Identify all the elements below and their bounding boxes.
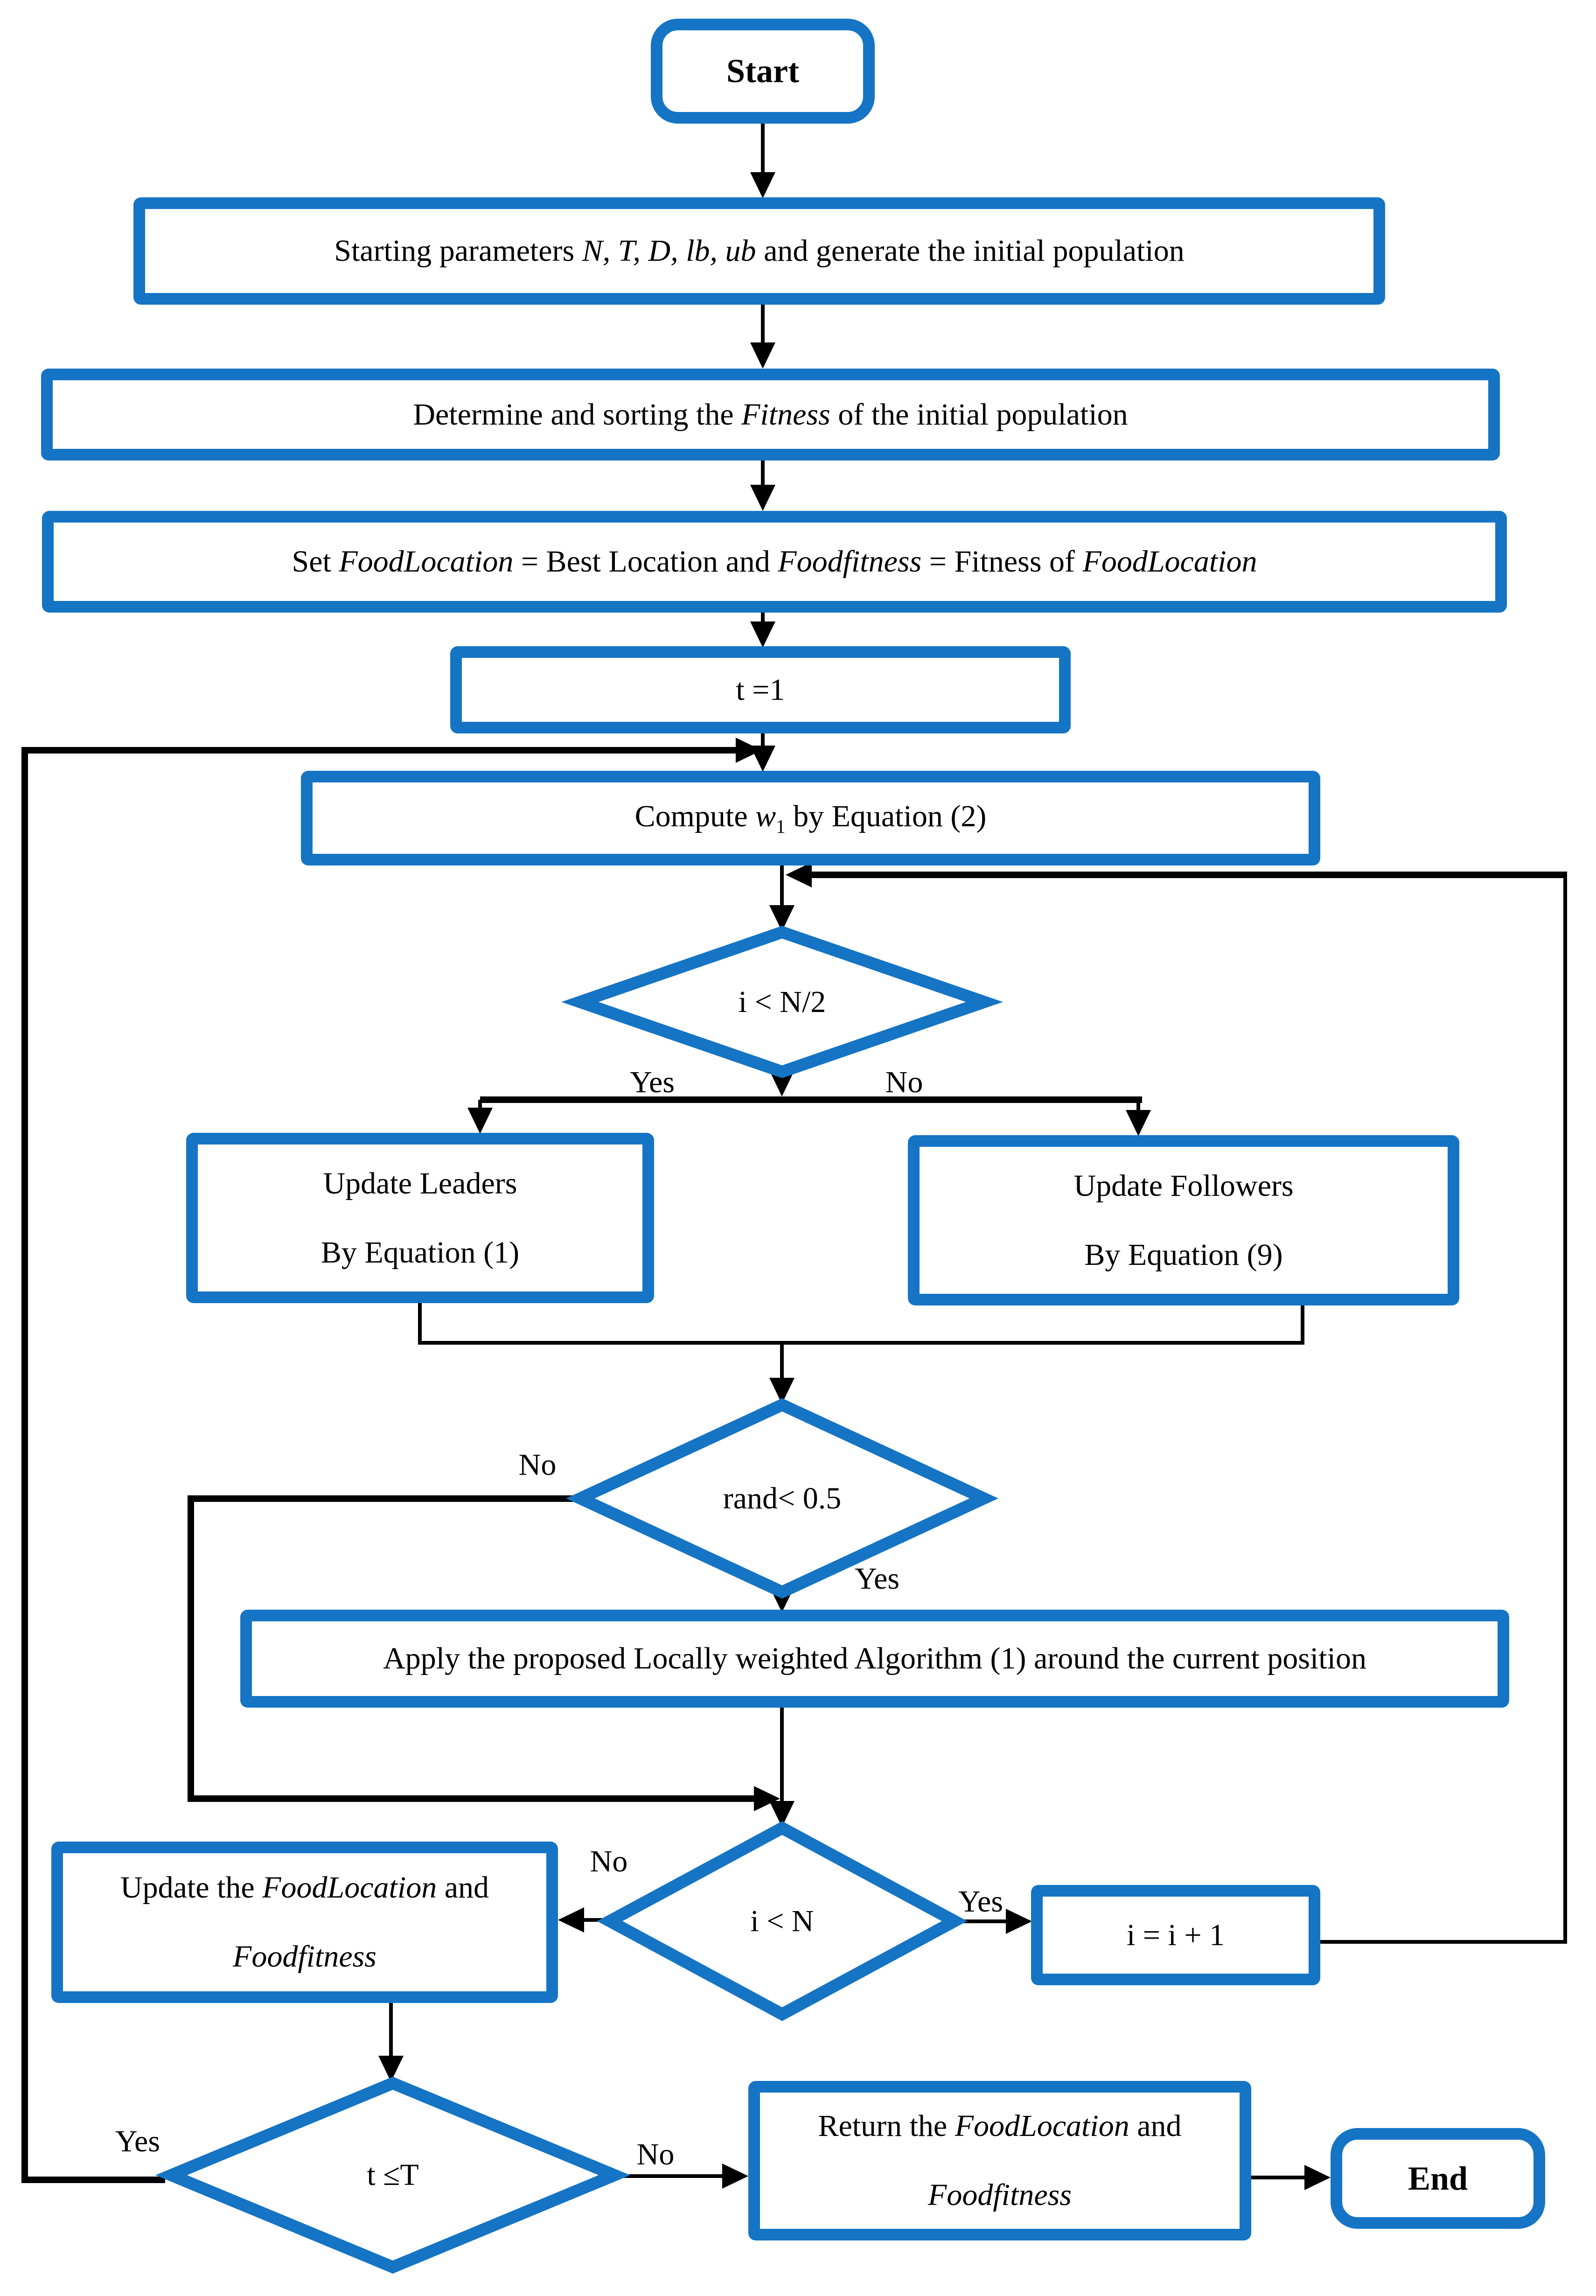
arrowhead-t1-compute — [750, 746, 775, 772]
arrowhead-into-increment — [1006, 1909, 1032, 1934]
set-foodlocation-node: Set FoodLocation = Best Location and Foo… — [42, 511, 1507, 613]
label-rand-no: No — [518, 1448, 557, 1482]
label-half-yes: Yes — [629, 1065, 675, 1099]
edge-dtno-horizontal — [613, 2174, 722, 2178]
apply-locally-weighted-text: Apply the proposed Locally weighted Algo… — [383, 1641, 1366, 1676]
start-node: Start — [651, 19, 875, 124]
diamond-shape — [597, 1821, 968, 2021]
edge-tloop-left-vertical — [21, 747, 28, 2183]
decision-t-node: t ≤T — [155, 2076, 630, 2274]
t-init-node: t =1 — [450, 646, 1071, 733]
decision-rand-node: rand< 0.5 — [566, 1398, 998, 1599]
arrowhead-iloop-reentry — [786, 862, 812, 887]
return-foodlocation-line1: Return the FoodLocation and — [818, 2109, 1182, 2143]
update-followers-node: Update Followers By Equation (9) — [908, 1135, 1459, 1305]
edge-start-init — [761, 124, 765, 175]
edge-merge-horizontal — [418, 1341, 1304, 1345]
edge-init-fitness — [761, 305, 765, 344]
t-init-label: t =1 — [736, 672, 785, 707]
arrowhead-into-return — [722, 2163, 748, 2189]
increment-label: i = i + 1 — [1126, 1918, 1225, 1952]
edge-tloop-top-horizontal — [21, 747, 736, 754]
init-parameters-text: Starting parameters N, T, D, lb, ub and … — [334, 234, 1185, 268]
label-t-no: No — [636, 2137, 675, 2171]
update-foodlocation-line2: Foodfitness — [233, 1940, 376, 1974]
update-followers-line1: Update Followers — [1073, 1168, 1294, 1203]
edge-dinyes-horizontal — [954, 1919, 1006, 1923]
end-node: End — [1331, 2128, 1545, 2229]
apply-locally-weighted-node: Apply the proposed Locally weighted Algo… — [240, 1610, 1509, 1708]
edge-dtyes-horizontal — [25, 2177, 165, 2183]
edge-fitness-setfood — [761, 461, 765, 487]
decision-t-label: t ≤T — [367, 2158, 419, 2192]
edge-randno-vertical — [188, 1495, 194, 1802]
edge-iloop-bottom-horizontal — [1320, 1940, 1567, 1944]
update-foodlocation-node: Update the FoodLocation and Foodfitness — [51, 1842, 558, 2003]
arrowhead-into-leaders — [467, 1108, 493, 1134]
label-rand-yes: Yes — [854, 1562, 900, 1596]
edge-setfood-t1 — [761, 613, 765, 623]
arrowhead-fitness-setfood — [750, 485, 775, 511]
end-label: End — [1408, 2159, 1468, 2197]
edge-iloop-top-horizontal — [812, 872, 1567, 878]
compute-w1-node: Compute w1 by Equation (2) — [301, 771, 1320, 865]
edge-branch-left-drop — [478, 1100, 482, 1110]
return-foodlocation-node: Return the FoodLocation and Foodfitness — [748, 2081, 1251, 2240]
decision-i-half-node: i < N/2 — [561, 926, 1003, 1078]
arrowhead-setfood-t1 — [750, 621, 775, 648]
arrowhead-into-updatefood — [558, 1907, 584, 1933]
edge-compute-dhalf — [780, 865, 784, 906]
compute-w1-text: Compute w1 by Equation (2) — [634, 799, 987, 837]
update-leaders-line1: Update Leaders — [323, 1166, 517, 1200]
diamond-shape — [155, 2076, 630, 2274]
label-i-n-yes: Yes — [958, 1884, 1004, 1919]
decision-rand-label: rand< 0.5 — [723, 1481, 842, 1515]
edge-return-end — [1251, 2176, 1304, 2179]
init-parameters-node: Starting parameters N, T, D, lb, ub and … — [133, 197, 1385, 305]
edge-merge-down — [780, 1341, 784, 1379]
increment-node: i = i + 1 — [1031, 1885, 1320, 1985]
update-followers-line2: By Equation (9) — [1084, 1237, 1283, 1272]
edge-dinno-horizontal — [584, 1918, 613, 1922]
decision-i-half-label: i < N/2 — [738, 984, 826, 1019]
decision-i-n-node: i < N — [597, 1821, 968, 2021]
diamond-shape — [561, 926, 1003, 1078]
edge-updatefood-dt — [389, 2003, 393, 2058]
return-foodlocation-line2: Foodfitness — [928, 2178, 1072, 2212]
update-leaders-line2: By Equation (1) — [321, 1235, 520, 1270]
edge-apply-din — [780, 1708, 784, 1802]
start-label: Start — [726, 52, 799, 90]
arrowhead-into-end — [1304, 2165, 1331, 2190]
fitness-sort-text: Determine and sorting the Fitness of the… — [413, 397, 1128, 432]
edge-branch-right-drop — [1136, 1100, 1140, 1112]
set-foodlocation-text: Set FoodLocation = Best Location and Foo… — [292, 544, 1257, 579]
arrowhead-into-followers — [1126, 1110, 1151, 1136]
update-foodlocation-line1: Update the FoodLocation and — [120, 1870, 489, 1905]
label-i-n-no: No — [590, 1844, 628, 1878]
label-t-yes: Yes — [115, 2124, 160, 2158]
edge-followers-down — [1301, 1305, 1304, 1345]
edge-randno-bottom — [188, 1795, 755, 1802]
edge-leaders-down — [418, 1303, 422, 1345]
diamond-shape — [566, 1398, 998, 1599]
update-leaders-node: Update Leaders By Equation (1) — [186, 1133, 654, 1303]
decision-i-n-label: i < N — [750, 1904, 814, 1938]
edge-t1-compute — [761, 733, 765, 747]
fitness-sort-node: Determine and sorting the Fitness of the… — [41, 369, 1500, 461]
arrowhead-init-fitness — [750, 342, 775, 369]
label-half-no: No — [885, 1065, 923, 1099]
edge-branch-horizontal — [480, 1096, 1142, 1103]
arrowhead-start-init — [750, 172, 775, 198]
edge-randno-horizontal — [191, 1495, 583, 1502]
edge-iloop-right-vertical — [1563, 872, 1567, 1944]
